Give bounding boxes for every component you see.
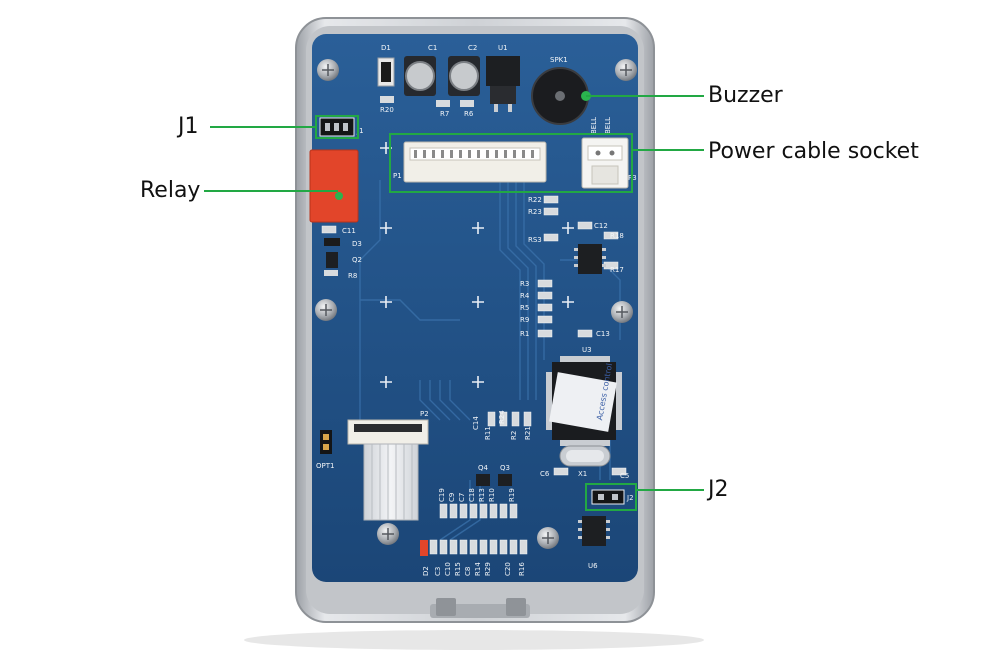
silk-r10: R10	[488, 488, 496, 502]
silk-r21: R21	[524, 426, 532, 440]
silk-bell-2: BELL	[604, 117, 612, 134]
silk-c9: C9	[448, 493, 456, 502]
silk-rs3: RS3	[528, 236, 542, 244]
silk-d3: D3	[352, 240, 362, 248]
mounting-screws	[315, 59, 637, 549]
silk-r1: R1	[520, 330, 529, 338]
silk-u6: U6	[588, 562, 598, 570]
silk-p2: P2	[420, 410, 429, 418]
silk-c20: C20	[504, 562, 512, 576]
silk-c14: C14	[472, 416, 480, 430]
silk-c2: C2	[468, 44, 477, 52]
silk-r18: R18	[610, 232, 624, 240]
d2-diode	[420, 540, 428, 556]
silk-r19: R19	[508, 488, 516, 502]
silk-r11: R11	[484, 426, 492, 440]
top-components	[377, 56, 591, 125]
silk-r20: R20	[380, 106, 394, 114]
silk-c3: C3	[434, 567, 442, 576]
silk-r9: R9	[520, 316, 529, 324]
p2-ribbon-connector	[347, 419, 429, 521]
j1-header	[319, 117, 355, 137]
silk-r2: R2	[510, 431, 518, 440]
silk-r15: R15	[454, 562, 462, 576]
silk-r13: R13	[478, 488, 486, 502]
silk-c13: C13	[596, 330, 610, 338]
silk-c12: C12	[594, 222, 608, 230]
silk-r29: R29	[484, 562, 492, 576]
silk-r6: R6	[464, 110, 474, 118]
silk-c10: C10	[444, 562, 452, 576]
silk-c6: C6	[540, 470, 550, 478]
silk-r4: R4	[520, 292, 530, 300]
silk-r5: R5	[520, 304, 529, 312]
callout-lines	[204, 95, 704, 511]
ic-chips	[574, 244, 610, 546]
silk-r23: R23	[528, 208, 542, 216]
p1-connector	[403, 141, 547, 183]
silk-r14: R14	[474, 562, 482, 576]
silk-spk1: SPK1	[550, 56, 568, 64]
silk-c18: C18	[468, 488, 476, 502]
buzzer-callout-label: Buzzer	[708, 83, 783, 108]
silk-r22: R22	[528, 196, 542, 204]
q3-q4-transistors	[476, 474, 512, 486]
silk-q4: Q4	[478, 464, 489, 472]
power-highlight-box	[389, 133, 633, 193]
silk-c11: C11	[342, 227, 356, 235]
silk-d2: D2	[422, 566, 430, 576]
j2-callout-label: J2	[708, 477, 729, 502]
power-socket-callout-label: Power cable socket	[708, 139, 919, 164]
silk-c1: C1	[428, 44, 437, 52]
silk-bell-1: BELL	[590, 117, 598, 134]
silk-q2: Q2	[352, 256, 362, 264]
q2-transistor	[324, 238, 340, 276]
x1-crystal	[559, 445, 611, 467]
silk-r8: R8	[348, 272, 357, 280]
silk-r24: R24	[498, 410, 506, 424]
silk-j2: J2	[626, 494, 634, 502]
silk-p1: P1	[393, 172, 402, 180]
silk-j1: J1	[356, 127, 364, 135]
silk-c7: C7	[458, 493, 466, 502]
silk-c8: C8	[464, 567, 472, 576]
silk-r16: R16	[518, 562, 526, 576]
silk-r17: R17	[610, 266, 624, 274]
silk-d1: D1	[381, 44, 391, 52]
p3-power-socket	[581, 137, 629, 189]
j2-highlight-box	[585, 483, 637, 511]
silk-x1: X1	[578, 470, 587, 478]
relay-callout-label: Relay	[140, 178, 201, 203]
silk-r3: R3	[520, 280, 529, 288]
j2-header	[591, 489, 625, 505]
silkscreen-labels: D1 C1 C2 U1 SPK1 R20 R7 R6 J1 P1 P3 BELL…	[316, 44, 637, 576]
silk-u1: U1	[498, 44, 508, 52]
smd-parts	[321, 195, 627, 555]
silk-c19: C19	[438, 488, 446, 502]
silk-c5: C5	[620, 472, 629, 480]
j1-highlight-box	[315, 115, 359, 139]
opt1-header	[320, 430, 332, 454]
silk-r7: R7	[440, 110, 449, 118]
relay-component	[309, 149, 359, 223]
u3-microcontroller	[546, 356, 622, 446]
silk-u3: U3	[582, 346, 592, 354]
j1-callout-label: J1	[178, 114, 199, 139]
silk-q3: Q3	[500, 464, 510, 472]
silk-opt1: OPT1	[316, 462, 334, 470]
